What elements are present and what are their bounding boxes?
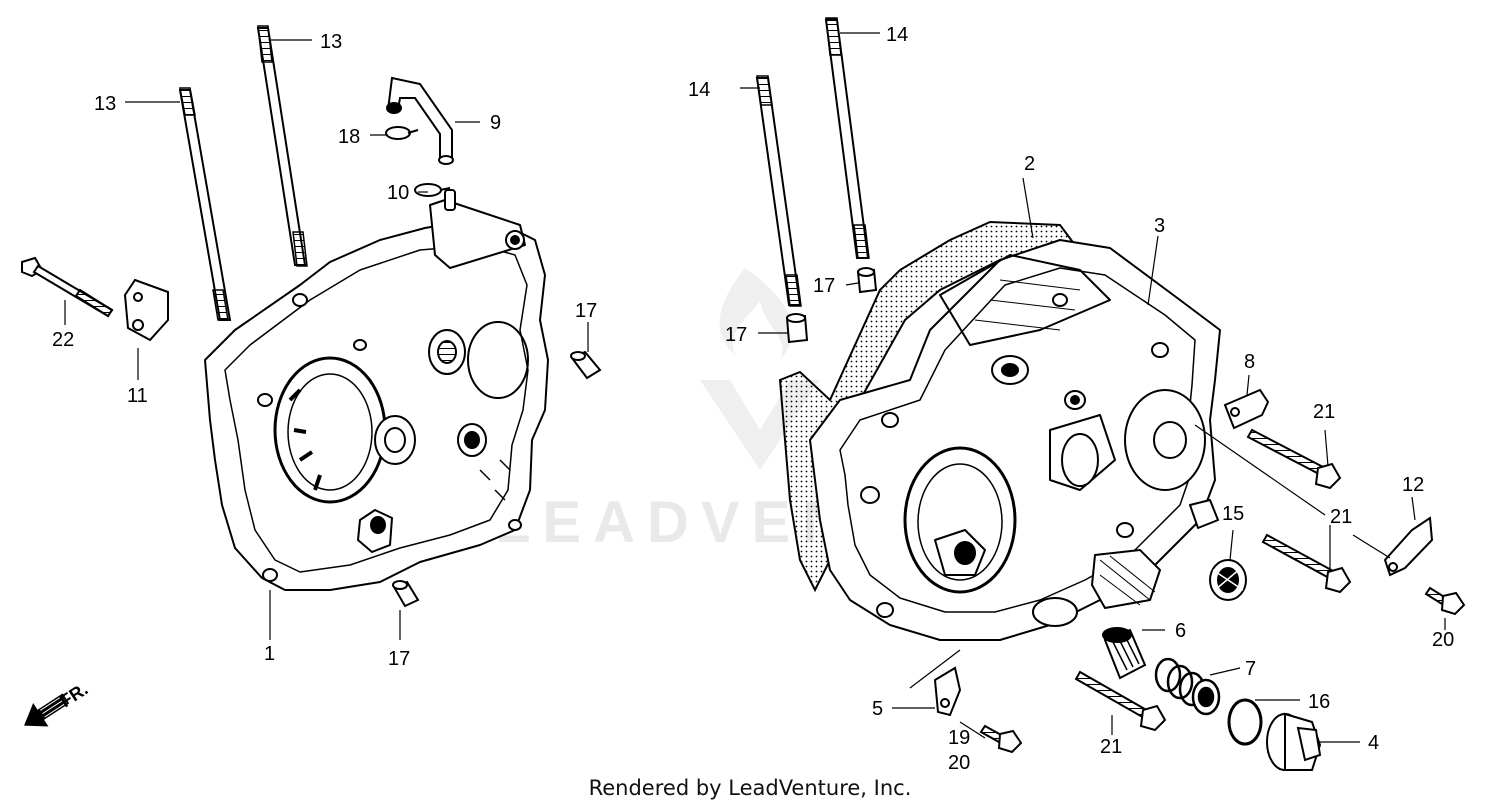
callout-8: 8 xyxy=(1244,351,1255,373)
callout-17-right-top: 17 xyxy=(813,275,835,297)
callout-16: 16 xyxy=(1308,691,1330,713)
bracket-5 xyxy=(933,666,962,717)
callout-19: 19 xyxy=(948,727,970,749)
callout-12: 12 xyxy=(1402,474,1424,496)
callout-17-left-top: 17 xyxy=(575,300,597,322)
callout-20-right: 20 xyxy=(1432,629,1454,651)
dowel-pin-17-left-top xyxy=(570,350,602,380)
callout-1: 1 xyxy=(264,643,275,665)
stud-bolt-14-front xyxy=(755,75,802,307)
breather-hose-9 xyxy=(386,76,454,165)
oil-seal-15 xyxy=(1209,559,1247,601)
front-direction-indicator: FR. xyxy=(24,679,92,727)
front-arrow-icon xyxy=(24,693,70,727)
bracket-11 xyxy=(123,278,169,342)
bolt-20-right xyxy=(1424,586,1466,616)
bolt-21-top xyxy=(1246,428,1342,490)
clip-18 xyxy=(385,126,419,140)
render-credit: Rendered by LeadVenture, Inc. xyxy=(588,776,912,800)
strainer-screen-6 xyxy=(1102,627,1147,680)
callout-14-front: 14 xyxy=(688,79,710,101)
stud-bolt-13-rear xyxy=(256,25,308,267)
callout-9: 9 xyxy=(490,112,501,134)
callout-14-rear: 14 xyxy=(886,24,908,46)
stud-bolt-13-front xyxy=(178,87,232,321)
stud-bolt-14-rear xyxy=(824,17,870,259)
bolt-21-bottom xyxy=(1074,670,1167,732)
callout-4: 4 xyxy=(1368,732,1379,754)
bolt-21-middle xyxy=(1261,533,1352,594)
callout-21-top: 21 xyxy=(1313,401,1335,423)
callout-10: 10 xyxy=(387,182,409,204)
callout-21-bottom: 21 xyxy=(1100,736,1122,758)
callout-13-rear: 13 xyxy=(320,31,342,53)
callout-7: 7 xyxy=(1245,658,1256,680)
callout-15: 15 xyxy=(1222,503,1244,525)
dowel-pin-17-right-top xyxy=(856,267,878,294)
callout-11: 11 xyxy=(127,385,148,407)
bolt-19-20 xyxy=(979,724,1023,754)
left-crankcase-half xyxy=(204,189,549,591)
clip-10 xyxy=(414,183,451,197)
bracket-8 xyxy=(1223,388,1270,430)
callout-5: 5 xyxy=(872,698,883,720)
callout-17-left-bottom: 17 xyxy=(388,648,410,670)
o-ring-16 xyxy=(1227,698,1263,746)
right-crankcase-half xyxy=(809,239,1221,641)
bracket-12 xyxy=(1383,516,1434,577)
callout-17-right-bottom: 17 xyxy=(725,324,747,346)
callout-3: 3 xyxy=(1154,215,1165,237)
leader-lines xyxy=(64,32,1446,743)
callout-20-bottom: 20 xyxy=(948,752,970,774)
callout-18: 18 xyxy=(338,126,360,148)
callout-21-middle: 21 xyxy=(1330,506,1352,528)
callout-13-front: 13 xyxy=(94,93,116,115)
callout-6: 6 xyxy=(1175,620,1186,642)
callout-labels: 1 2 3 4 5 6 7 8 9 10 11 12 13 13 14 14 1… xyxy=(52,24,1454,774)
dowel-pin-17-right-bottom xyxy=(785,313,809,344)
dowel-pin-17-left-bottom xyxy=(392,580,420,608)
drain-plug-4 xyxy=(1266,712,1322,771)
callout-2: 2 xyxy=(1024,153,1035,175)
bolt-22 xyxy=(21,256,114,318)
callout-22: 22 xyxy=(52,329,74,351)
spring-7 xyxy=(1154,657,1221,716)
